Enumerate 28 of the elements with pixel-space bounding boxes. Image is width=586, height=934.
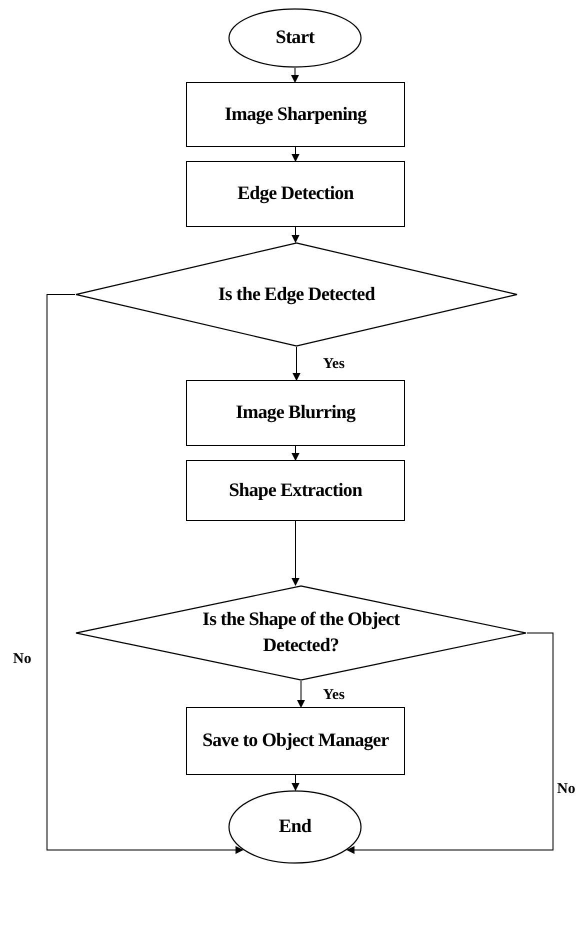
node-label: Image Blurring [236,401,356,425]
arrow [291,68,299,83]
terminal-ellipse [228,8,362,68]
arrow [292,146,300,162]
arrow [292,774,300,791]
node-label: Is the Edge Detected [218,282,375,306]
node-label: Save to Object Manager [202,729,389,753]
node-label: End [278,815,312,839]
node-label: Shape Extraction [228,478,362,502]
process-box [186,380,405,446]
arrow [292,520,300,586]
decision-diamond [75,242,518,347]
arrow [292,226,300,243]
arrow [46,294,244,854]
process-box [186,460,405,521]
arrow [292,446,300,461]
arrow [297,680,305,708]
arrow [292,346,300,381]
node-label: Is the Shape of the Object Detected? [201,608,401,658]
terminal-ellipse [228,790,362,864]
arrow [346,632,554,854]
process-box [186,707,405,775]
node-label: Start [276,26,314,50]
node-label: Image Sharpening [224,102,366,126]
process-box [186,161,405,227]
decision-diamond [75,585,527,681]
node-label: Edge Detection [237,182,354,206]
process-box [186,82,405,147]
